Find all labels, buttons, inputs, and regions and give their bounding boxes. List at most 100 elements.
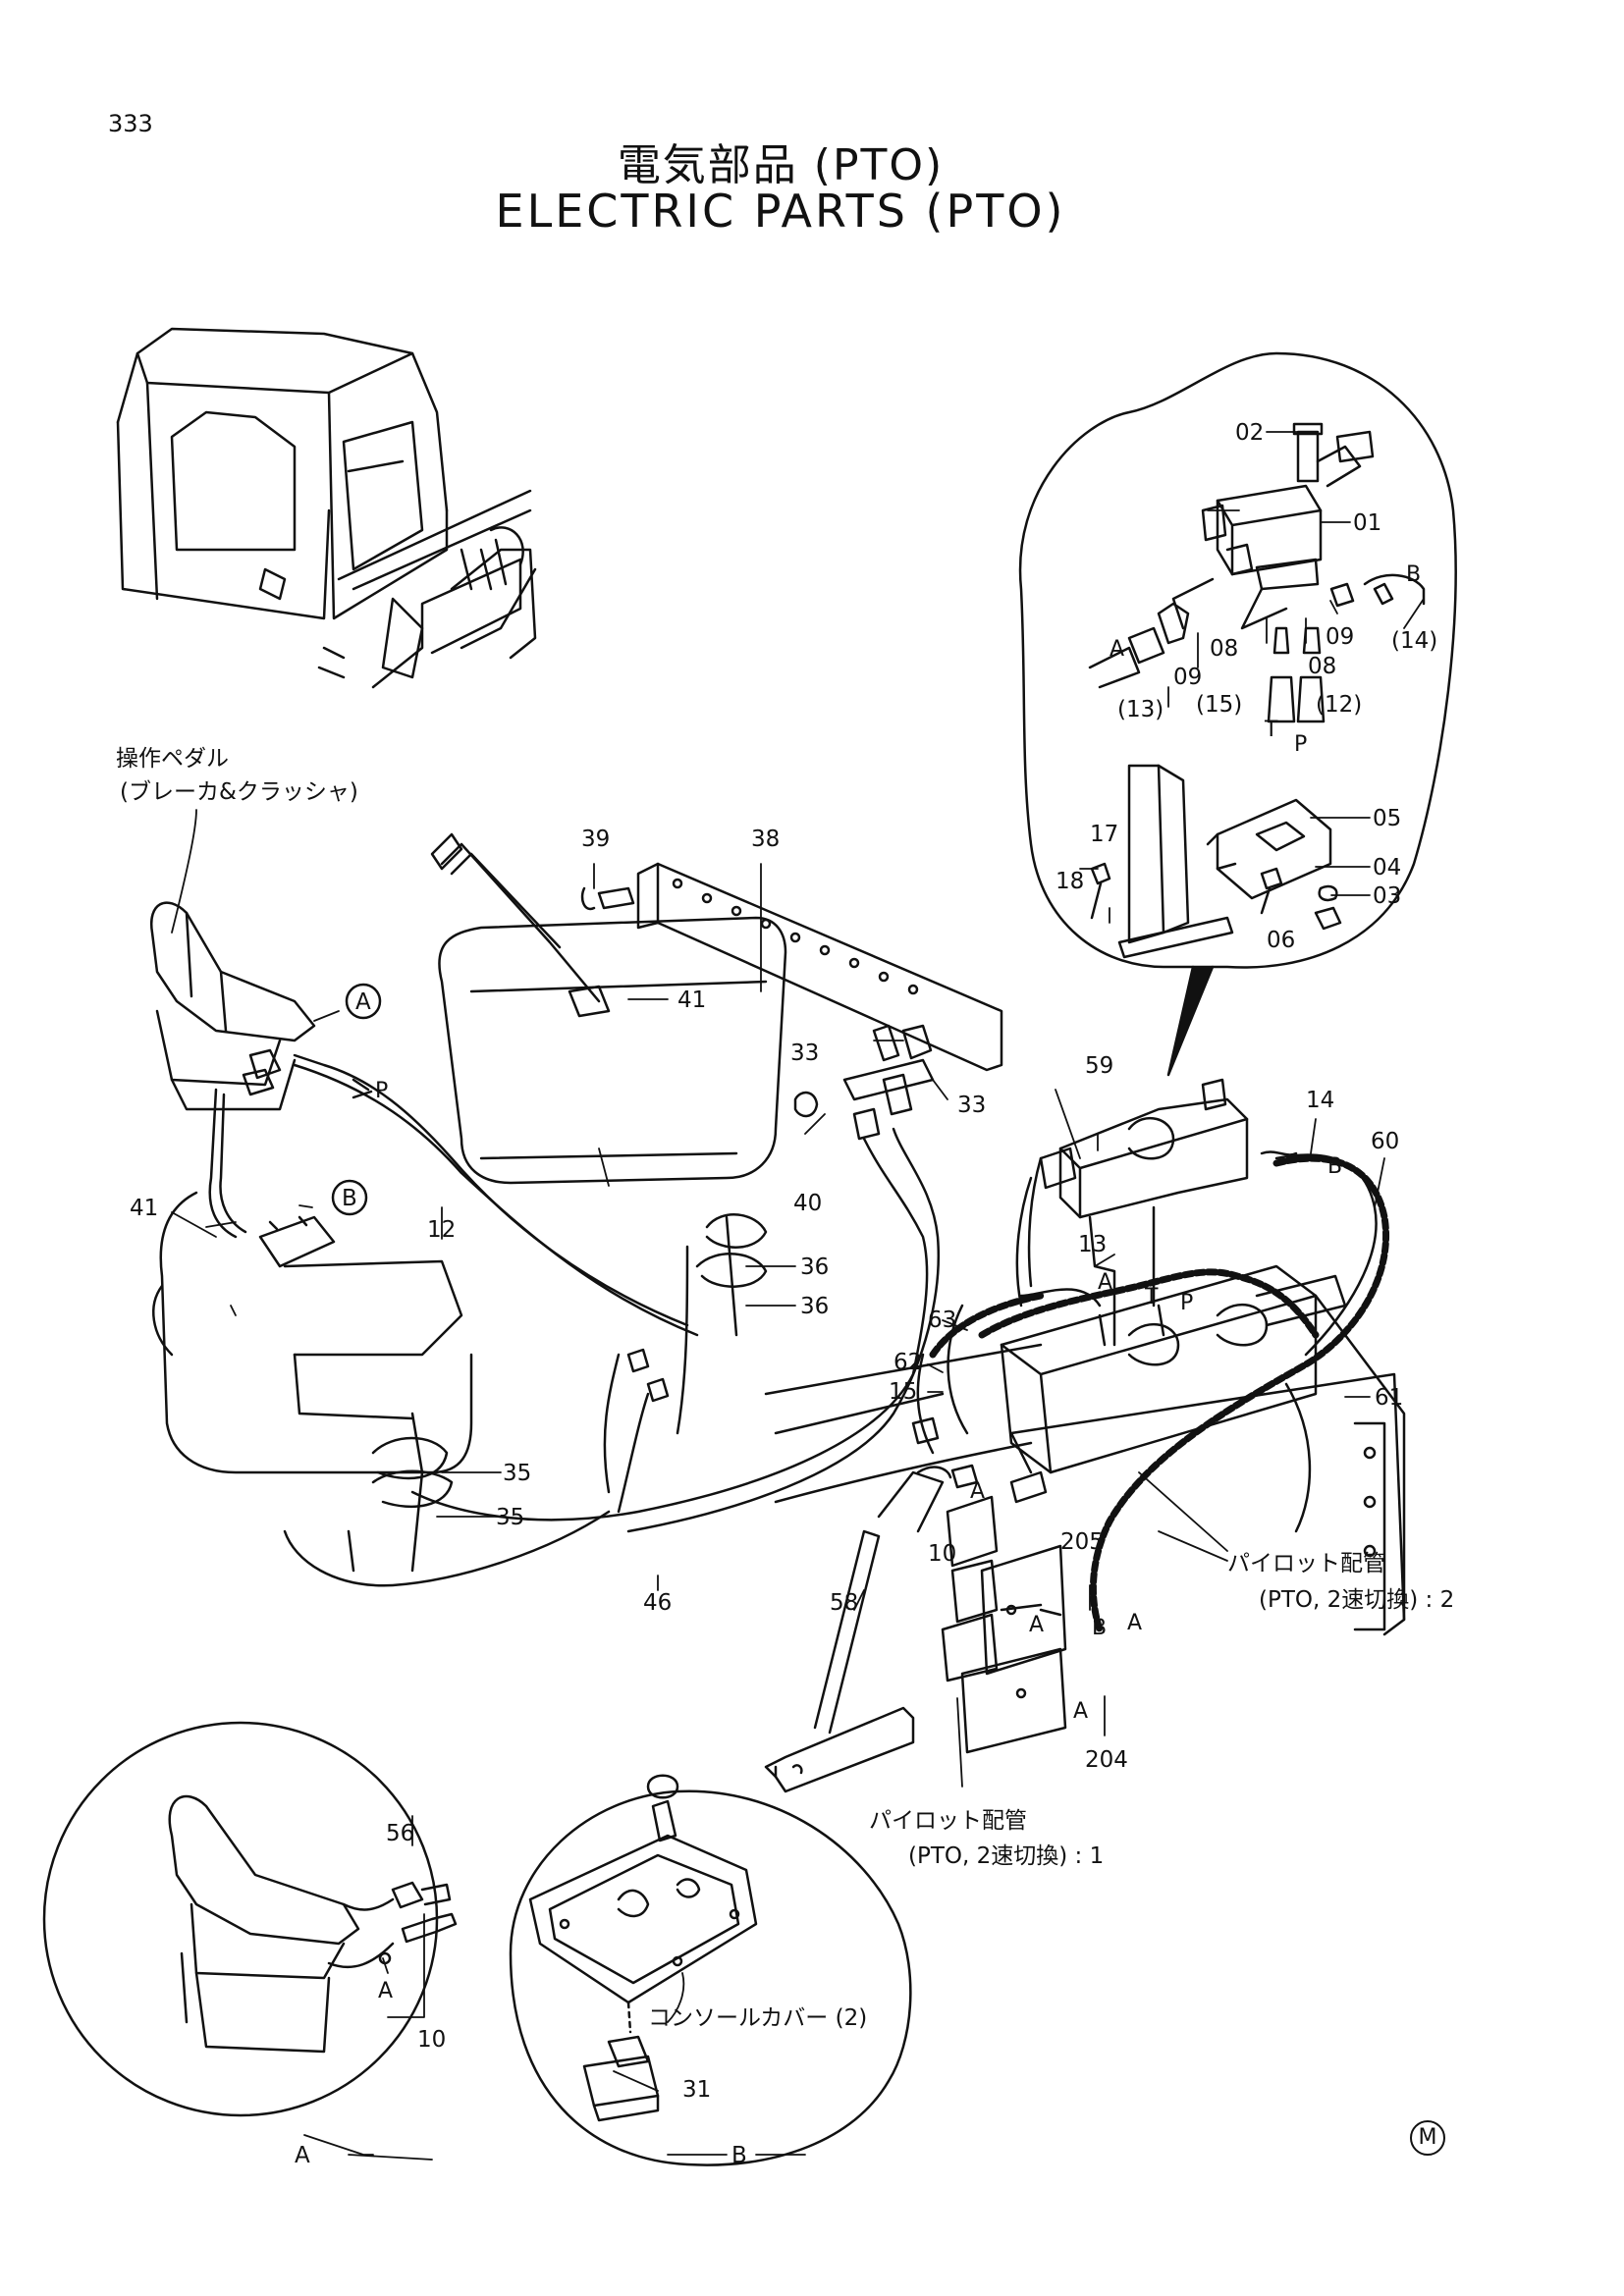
- detail-b-console-cover: [528, 1774, 758, 2122]
- part-number: 46: [643, 1590, 672, 1616]
- part-number: 18: [1056, 869, 1084, 894]
- left-console-box: [152, 1088, 473, 1573]
- solenoid-valve-detail: [1088, 422, 1426, 723]
- part-number: 03: [1373, 883, 1401, 909]
- part-number: 39: [581, 827, 610, 852]
- detail-a-outline: [42, 1721, 439, 2117]
- port-letter: A: [1127, 1611, 1142, 1635]
- callout-texts: 操作ペダル (ブレーカ&クラッシャ) パイロット配管 (PTO, 2速切換) :…: [116, 746, 1454, 2031]
- circle-callout-b: B: [331, 1179, 368, 1216]
- bracket-detail: [1090, 764, 1342, 959]
- part-number: 59: [1085, 1053, 1113, 1079]
- pilot-piping-1-line2: (PTO, 2速切換) : 1: [908, 1843, 1104, 1869]
- port-letter: A: [1073, 1699, 1088, 1724]
- detail-a-pedal: [168, 1794, 458, 2054]
- part-number: 62: [893, 1350, 922, 1375]
- part-number: 10: [928, 1541, 956, 1567]
- detail-b-label: B: [731, 2143, 747, 2168]
- part-number: 17: [1090, 822, 1118, 847]
- part-number: (13): [1117, 697, 1164, 722]
- circle-callout-a: A: [345, 983, 382, 1020]
- port-letter: B: [1406, 562, 1421, 587]
- part-number: 38: [751, 827, 780, 852]
- part-number: 04: [1373, 855, 1401, 881]
- cab-overview-illustration: [116, 327, 537, 689]
- port-letter: A: [378, 1979, 393, 2003]
- port-letter: P: [375, 1079, 388, 1103]
- detail-callout-pointer: [1166, 965, 1215, 1077]
- part-number: 09: [1173, 665, 1202, 690]
- page-title-english: ELECTRIC PARTS (PTO): [495, 185, 1066, 238]
- leader-lines: [171, 431, 1425, 2161]
- port-letters: A B T P P A T P B A A B A A A: [375, 562, 1421, 2003]
- port-letter: P: [1294, 732, 1307, 757]
- part-number: 204: [1085, 1747, 1128, 1773]
- part-number: 31: [682, 2077, 711, 2103]
- svg-text:B: B: [342, 1186, 357, 1211]
- part-number: (15): [1196, 692, 1242, 718]
- part-number: 61: [1375, 1385, 1403, 1411]
- pedal-callout-line1: 操作ペダル: [116, 746, 229, 772]
- wire-harness: [283, 1348, 670, 1587]
- console-cover-callout: コンソールカバー (2): [648, 2005, 867, 2031]
- part-number: (12): [1316, 692, 1362, 718]
- part-number: 05: [1373, 806, 1401, 831]
- control-pedal-assembly: [149, 901, 699, 1337]
- part-number-labels: 02 01 08 09 08 09 (14) (13) (15) (12) 17…: [130, 420, 1437, 2103]
- part-number: 13: [1078, 1232, 1107, 1257]
- port-letter: A: [970, 1479, 985, 1504]
- part-number: 12: [427, 1217, 456, 1243]
- pilot-piping-1-line1: パイロット配管: [869, 1808, 1027, 1834]
- part-number: 40: [793, 1191, 822, 1216]
- pilot-piping-2-line1: パイロット配管: [1227, 1551, 1385, 1576]
- part-number: 15: [889, 1379, 917, 1405]
- part-number: 02: [1235, 420, 1264, 446]
- part-number: 63: [928, 1308, 956, 1333]
- valve-mount-frame: [764, 1372, 1406, 1793]
- port-letter: T: [1264, 718, 1278, 742]
- mounting-rail: [580, 862, 1003, 1072]
- pedal-callout-line2: (ブレーカ&クラッシャ): [120, 779, 358, 805]
- port-letter: A: [1110, 637, 1124, 662]
- detail-a-label: A: [295, 2143, 310, 2168]
- detail-callout-outline: [1018, 351, 1457, 969]
- part-number: 205: [1060, 1529, 1104, 1555]
- part-number: 35: [496, 1505, 524, 1530]
- port-letter: P: [1180, 1291, 1193, 1315]
- port-letter: A: [1029, 1613, 1044, 1637]
- part-number: 06: [1267, 928, 1295, 953]
- wrapped-hose: [929, 1154, 1389, 1633]
- port-letter: T: [1144, 1285, 1159, 1309]
- part-number: (14): [1391, 628, 1437, 654]
- detail-view-labels: A B: [295, 2143, 747, 2168]
- part-number: 10: [417, 2027, 446, 2053]
- port-letter: B: [1327, 1154, 1342, 1179]
- solenoid-valve-main: [1015, 1078, 1249, 1347]
- part-number: 35: [503, 1461, 531, 1486]
- part-number: 60: [1371, 1129, 1399, 1154]
- part-number: 33: [957, 1093, 986, 1118]
- port-letter: A: [1098, 1270, 1112, 1295]
- part-number: 01: [1353, 510, 1381, 536]
- manufacturer-mark: M: [1410, 2120, 1445, 2156]
- part-number: 36: [800, 1255, 829, 1280]
- page-title-japanese: 電気部品 (PTO): [617, 140, 945, 190]
- part-number: 14: [1306, 1088, 1334, 1113]
- part-number: 33: [790, 1041, 819, 1066]
- part-number: 08: [1308, 654, 1336, 679]
- part-number: 41: [677, 988, 706, 1013]
- switch-assembly: [410, 1024, 940, 1533]
- svg-text:A: A: [355, 989, 371, 1015]
- page-number: 333: [108, 110, 153, 137]
- detail-b-outline: [509, 1789, 912, 2166]
- part-number: 41: [130, 1196, 158, 1221]
- part-number: 56: [386, 1821, 414, 1846]
- right-console-box: [430, 832, 787, 1435]
- part-number: 08: [1210, 636, 1238, 662]
- part-number: 36: [800, 1294, 829, 1319]
- pilot-piping-2-line2: (PTO, 2速切換) : 2: [1259, 1587, 1454, 1613]
- part-number: 58: [830, 1590, 858, 1616]
- port-letter: B: [1092, 1616, 1107, 1640]
- part-number: 09: [1326, 624, 1354, 650]
